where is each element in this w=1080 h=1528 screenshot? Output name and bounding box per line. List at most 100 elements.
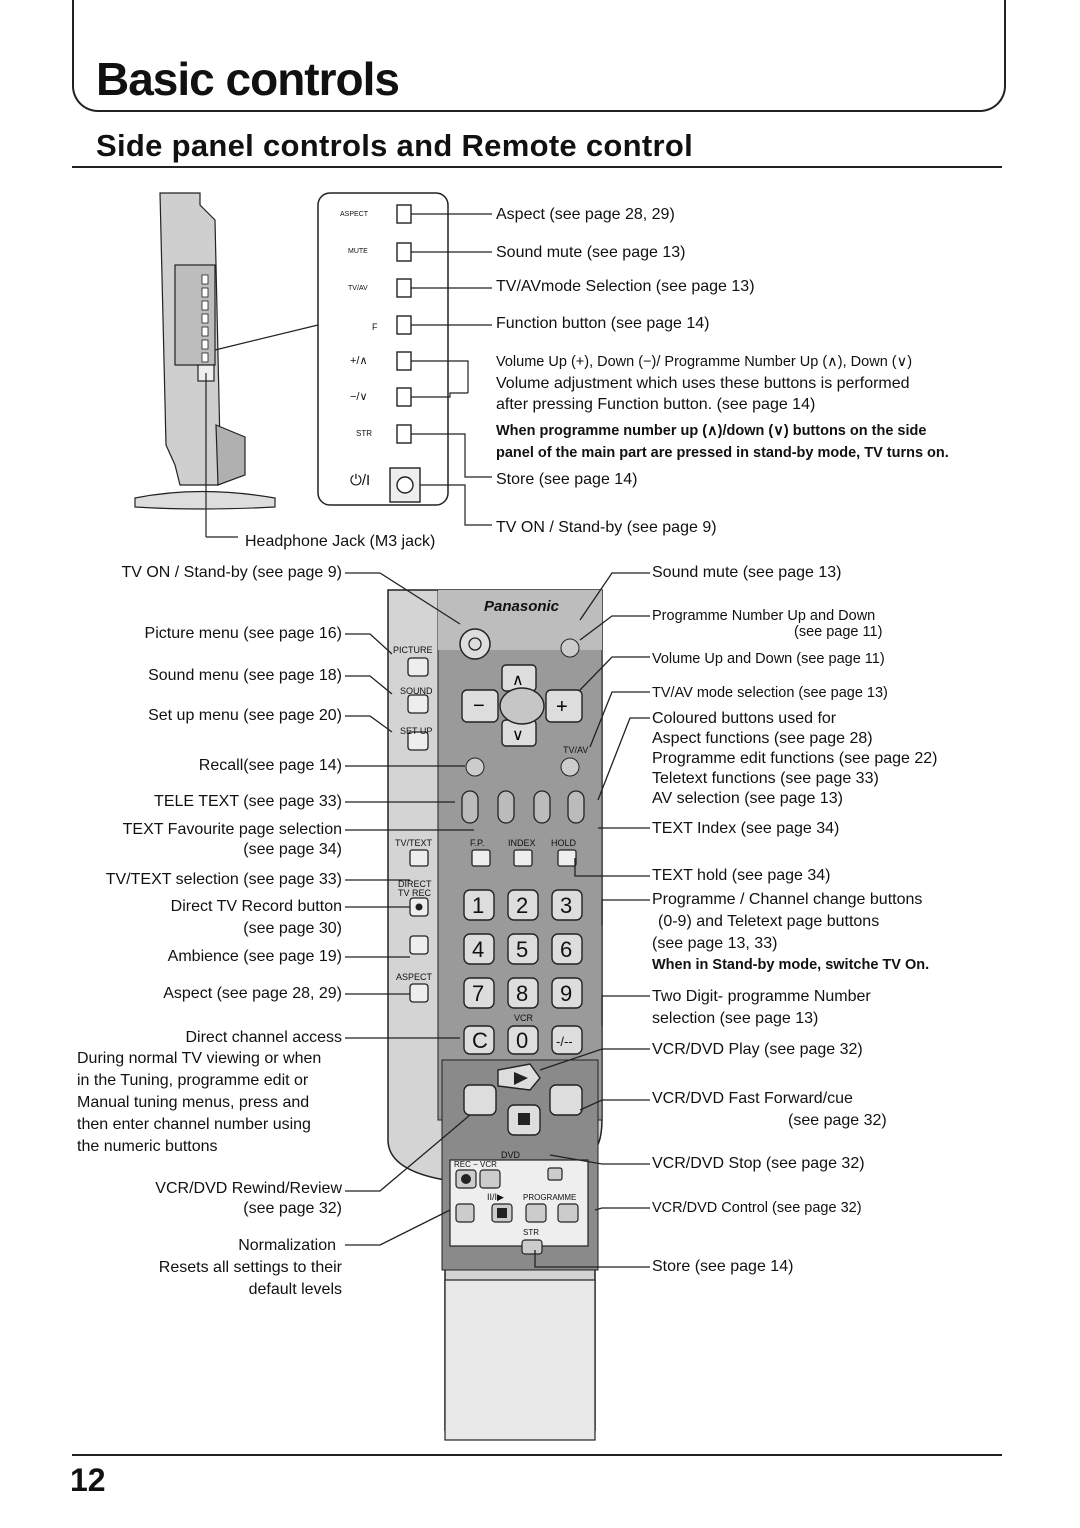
label-side-mute: Sound mute (see page 13) (496, 244, 686, 261)
label-remote-rewind-1: VCR/DVD Rewind/Review (155, 1180, 342, 1197)
key-label-setup: SET UP (400, 726, 433, 736)
digit-4[interactable]: 4 (472, 937, 485, 962)
svg-text:+: + (556, 696, 568, 718)
label-remote-two-digit-2: selection (see page 13) (652, 1010, 819, 1027)
label-remote-setup: Set up menu (see page 20) (148, 707, 342, 724)
digit-7[interactable]: 7 (472, 981, 485, 1006)
label-remote-channel-2: (0-9) and Teletext page buttons (658, 913, 880, 930)
digit-c[interactable]: C (472, 1028, 488, 1053)
label-remote-sound: Sound menu (see page 18) (148, 667, 342, 684)
digit-2[interactable]: 2 (516, 893, 529, 918)
key-label-programme: PROGRAMME (523, 1193, 577, 1202)
page-title: Basic controls (96, 53, 400, 105)
label-remote-text-fav-1: TEXT Favourite page selection (122, 821, 342, 838)
label-remote-rewind-2: (see page 32) (243, 1200, 342, 1217)
digit-two-digit[interactable]: -/-- (556, 1034, 573, 1049)
label-headphone-jack: Headphone Jack (M3 jack) (245, 533, 436, 550)
label-side-aspect: Aspect (see page 28, 29) (496, 206, 675, 223)
tv-side-view (134, 192, 276, 510)
label-remote-coloured-2: Aspect functions (see page 28) (652, 730, 873, 747)
key-label-str: STR (523, 1228, 539, 1237)
key-label-hold: HOLD (551, 838, 577, 848)
label-remote-tvav: TV/AV mode selection (see page 13) (652, 685, 888, 701)
digit-0[interactable]: 0 (516, 1028, 529, 1053)
label-remote-normalization-2: Resets all settings to their (158, 1259, 342, 1276)
side-key-down: −/∨ (350, 391, 368, 403)
label-remote-normalization-1: Normalization (238, 1237, 336, 1254)
label-side-tvav: TV/AVmode Selection (see page 13) (496, 278, 755, 295)
label-side-note-1: When programme number up (∧)/down (∨) bu… (496, 423, 927, 439)
label-remote-control: VCR/DVD Control (see page 32) (652, 1200, 862, 1216)
label-remote-direct-ch-4: Manual tuning menus, press and (77, 1094, 310, 1111)
side-key-power: ⏻/I (350, 472, 371, 489)
label-remote-ff-1: VCR/DVD Fast Forward/cue (652, 1090, 853, 1107)
label-remote-tvtext: TV/TEXT selection (see page 33) (105, 871, 342, 888)
key-label-pause-play: II/I▶ (487, 1192, 504, 1202)
svg-text:∨: ∨ (512, 727, 524, 744)
digit-5[interactable]: 5 (516, 937, 529, 962)
side-panel-illustration (134, 192, 492, 538)
side-key-tvav: TV/AV (348, 285, 368, 292)
digit-1[interactable]: 1 (472, 893, 485, 918)
remote-brand: Panasonic (484, 598, 560, 615)
label-remote-store: Store (see page 14) (652, 1258, 794, 1275)
section-rule (72, 166, 1002, 168)
remote-leader-lines (345, 572, 650, 1268)
label-remote-direct-ch-3: in the Tuning, programme edit or (77, 1072, 309, 1089)
label-side-note-2: panel of the main part are pressed in st… (496, 445, 949, 461)
label-remote-direct-rec-1: Direct TV Record button (170, 898, 342, 915)
label-remote-coloured-3: Programme edit functions (see page 22) (652, 750, 938, 767)
key-label-tvrec: TV REC (398, 888, 432, 898)
svg-text:−: − (473, 695, 485, 717)
side-key-aspect: ASPECT (340, 211, 369, 218)
label-remote-play: VCR/DVD Play (see page 32) (652, 1041, 863, 1058)
label-remote-stop: VCR/DVD Stop (see page 32) (652, 1155, 865, 1172)
key-label-aspect: ASPECT (396, 972, 433, 982)
label-remote-recall: Recall(see page 14) (198, 757, 342, 774)
svg-text:∧: ∧ (512, 672, 524, 689)
key-label-fp: F.P. (470, 838, 485, 848)
key-label-direct: DIRECT (398, 879, 432, 889)
remote-control: ∧ ∨ − + (387, 589, 603, 1441)
key-label-vcr: VCR (514, 1013, 534, 1023)
label-side-volume-desc-2: after pressing Function button. (see pag… (496, 396, 816, 413)
title-frame (72, 0, 1006, 112)
label-remote-text-fav-2: (see page 34) (243, 841, 342, 858)
label-remote-picture: Picture menu (see page 16) (144, 625, 342, 642)
label-remote-aspect: Aspect (see page 28, 29) (163, 985, 342, 1002)
side-key-mute: MUTE (348, 248, 368, 255)
label-remote-mute: Sound mute (see page 13) (652, 564, 842, 581)
label-remote-coloured-1: Coloured buttons used for (652, 710, 837, 727)
label-remote-channel-1: Programme / Channel change buttons (652, 891, 923, 908)
key-label-index: INDEX (508, 838, 536, 848)
label-remote-direct-ch-1: Direct channel access (185, 1029, 342, 1046)
remote-power-button (459, 628, 491, 660)
digit-3[interactable]: 3 (560, 893, 573, 918)
label-remote-teletext: TELE TEXT (see page 33) (154, 793, 342, 810)
digit-8[interactable]: 8 (516, 981, 529, 1006)
label-remote-volume: Volume Up and Down (see page 11) (652, 651, 885, 667)
key-label-tvav: TV/AV (563, 745, 589, 755)
label-side-store: Store (see page 14) (496, 471, 638, 488)
label-side-volume-desc-1: Volume adjustment which uses these butto… (496, 375, 910, 392)
label-remote-direct-rec-2: (see page 30) (243, 920, 342, 937)
label-remote-coloured-5: AV selection (see page 13) (652, 790, 843, 807)
digit-9[interactable]: 9 (560, 981, 573, 1006)
label-remote-coloured-4: Teletext functions (see page 33) (652, 770, 879, 787)
key-label-dvd: DVD (501, 1150, 521, 1160)
footer-rule (72, 1454, 1002, 1456)
label-remote-channel-note: When in Stand-by mode, switche TV On. (652, 957, 930, 973)
label-remote-two-digit-1: Two Digit- programme Number (652, 988, 871, 1005)
label-remote-direct-ch-2: During normal TV viewing or when (77, 1050, 322, 1067)
page-number: 12 (70, 1462, 106, 1498)
remote-mute-button (560, 638, 580, 658)
digit-6[interactable]: 6 (560, 937, 573, 962)
label-remote-channel-3: (see page 13, 33) (652, 935, 778, 952)
key-label-rec-vcr: REC − VCR (454, 1160, 497, 1169)
key-label-sound: SOUND (400, 686, 433, 696)
label-remote-hold: TEXT hold (see page 34) (652, 867, 831, 884)
side-key-f: F (372, 322, 378, 332)
key-label-picture: PICTURE (393, 645, 433, 655)
label-remote-direct-ch-5: then enter channel number using (77, 1116, 311, 1133)
label-remote-direct-ch-6: the numeric buttons (77, 1138, 218, 1155)
